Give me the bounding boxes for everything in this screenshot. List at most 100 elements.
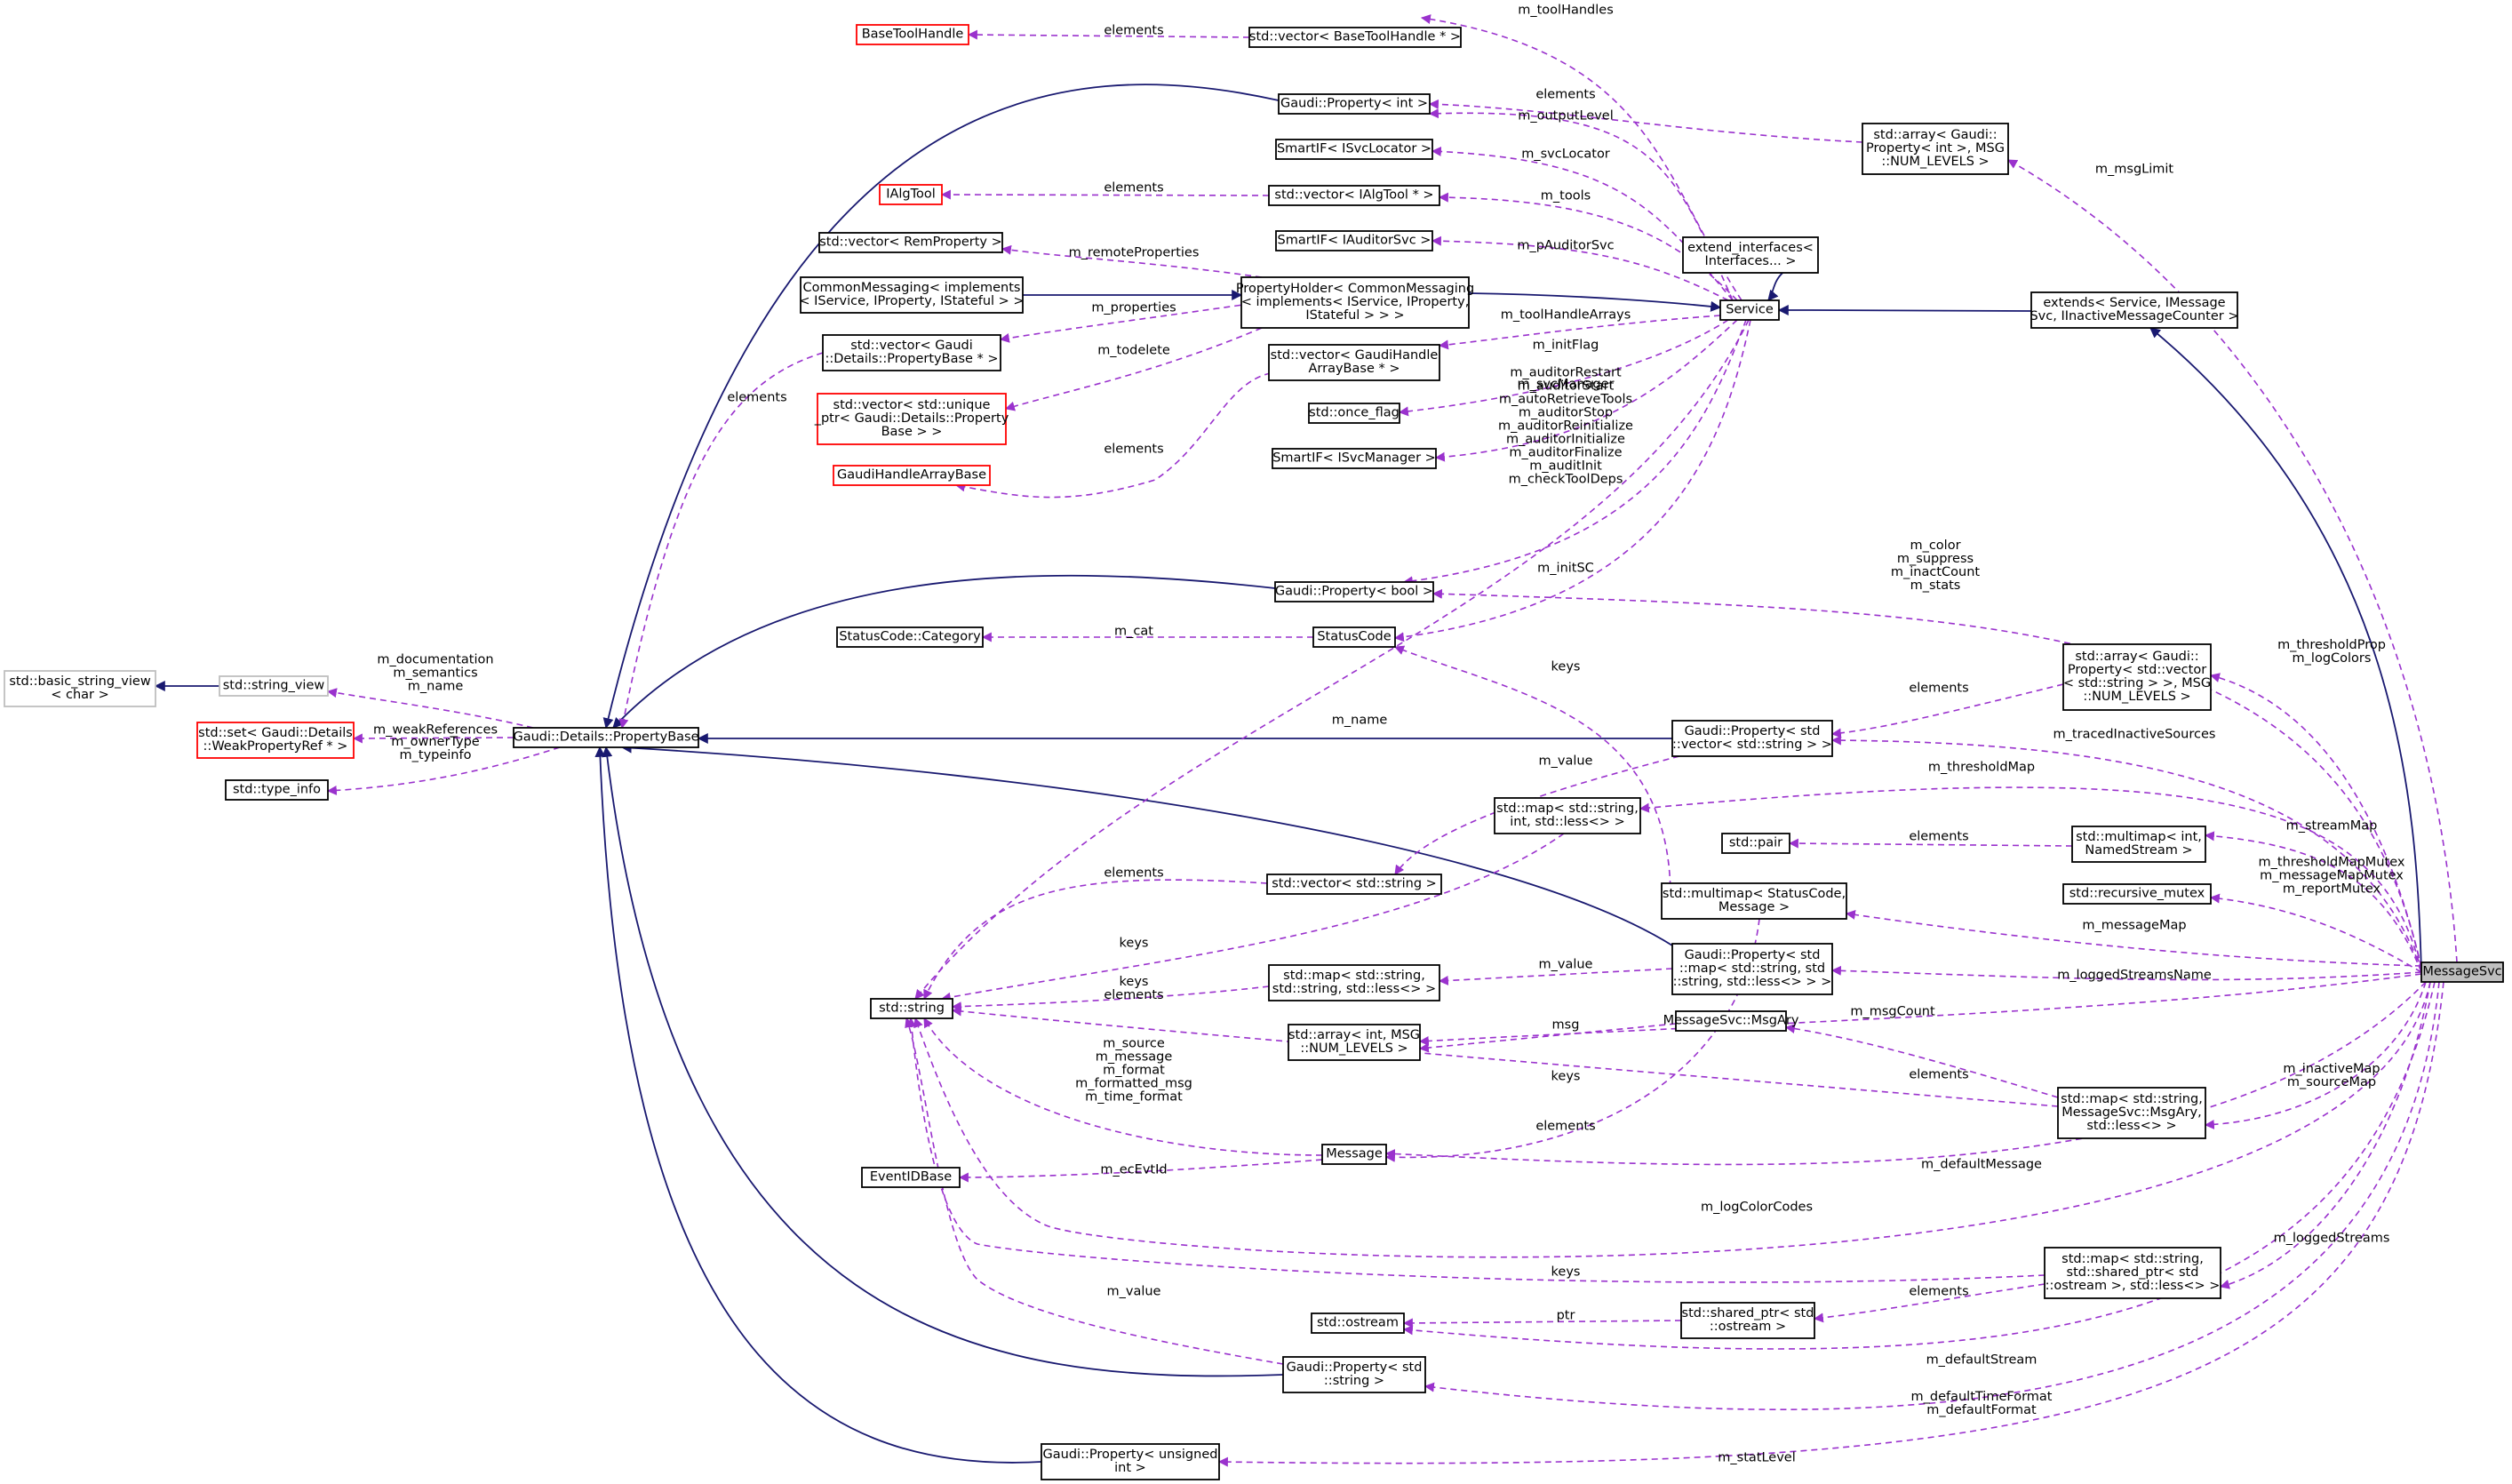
node-smartif-svclocator[interactable]: SmartIF< ISvcLocator > <box>1275 139 1433 160</box>
node-extend-interfaces[interactable]: extend_interfaces<Interfaces... > <box>1682 236 1819 274</box>
edge-label-line: m_semantics <box>393 666 477 681</box>
usage-edge-mstat-msg <box>1384 918 1760 1162</box>
node-prop-vec-string[interactable]: Gaudi::Property< std::vector< std::strin… <box>1671 720 1833 757</box>
node-label: std::vector< BaseToolHandle * > <box>1249 30 1461 44</box>
node-label: Gaudi::Details::PropertyBase <box>513 730 698 745</box>
usage-edge-svc-sauditor <box>1431 235 1729 301</box>
node-label: < IService, IProperty, IStateful > > <box>799 294 1024 308</box>
node-smartif-auditorsvc[interactable]: SmartIF< IAuditorSvc > <box>1275 230 1433 251</box>
usage-edge-svc-vgh <box>1438 315 1721 350</box>
edge-label-line: m_logColors <box>2293 651 2372 666</box>
edge-label-line: m_thresholdMap <box>1928 761 2035 775</box>
edge-label-msgcount: m_msgCount <box>1850 1005 1935 1019</box>
node-shared-ptr-ostream[interactable]: std::shared_ptr< std::ostream > <box>1680 1302 1815 1339</box>
node-prop-string[interactable]: Gaudi::Property< std::string > <box>1282 1356 1426 1393</box>
node-message-svc[interactable]: MessageSvc <box>2420 961 2504 983</box>
node-ostream[interactable]: std::ostream <box>1311 1312 1405 1334</box>
node-property-holder[interactable]: PropertyHolder< CommonMessaging< impleme… <box>1236 276 1474 329</box>
node-prop-bool[interactable]: Gaudi::Property< bool > <box>1274 581 1434 602</box>
edge-label-value-propstring: m_value <box>1107 1285 1161 1299</box>
usage-edge-svc-stdstr <box>914 319 1750 1000</box>
node-std-string[interactable]: std::string <box>870 998 953 1019</box>
node-common-messaging[interactable]: CommonMessaging< implements< IService, I… <box>799 276 1025 314</box>
node-vec-propbase[interactable]: std::vector< Gaudi::Details::PropertyBas… <box>822 334 1001 371</box>
node-box <box>1278 93 1431 115</box>
node-map-msgary[interactable]: std::map< std::string,MessageSvc::MsgAry… <box>2057 1087 2206 1139</box>
node-service[interactable]: Service <box>1719 299 1780 321</box>
node-multimap-named[interactable]: std::multimap< int,NamedStream > <box>2071 826 2206 863</box>
node-array-prop-vec[interactable]: std::array< Gaudi::Property< std::vector… <box>2062 643 2212 711</box>
node-box <box>4 670 156 707</box>
node-label: extend_interfaces< <box>1687 241 1814 255</box>
node-map-shared-ostream[interactable]: std::map< std::string,std::shared_ptr< s… <box>2044 1247 2221 1299</box>
edge-label-logcolorcodes: m_logColorCodes <box>1701 1201 1813 1215</box>
edge-label-line: m_value <box>1107 1285 1161 1299</box>
edge-label-line: m_cat <box>1114 625 1153 639</box>
node-array-prop-int[interactable]: std::array< Gaudi::Property< int >, MSG:… <box>1862 123 2009 175</box>
node-label: std::vector< GaudiHandle <box>1271 348 1439 363</box>
node-label: Interfaces... > <box>1704 254 1796 268</box>
edge-label-line: elements <box>1535 88 1595 102</box>
node-ialg-tool[interactable]: IAlgTool <box>879 184 943 205</box>
node-vec-gaudihandle[interactable]: std::vector< GaudiHandleArrayBase * > <box>1268 344 1440 381</box>
node-recursive-mutex[interactable]: std::recursive_mutex <box>2062 883 2212 905</box>
node-set-weakref[interactable]: std::set< Gaudi::Details::WeakPropertyRe… <box>196 722 355 759</box>
node-smartif-svcmanager[interactable]: SmartIF< ISvcManager > <box>1272 448 1437 469</box>
node-label: ::NUM_LEVELS > <box>1300 1041 1408 1056</box>
node-string-view[interactable]: std::string_view <box>219 675 329 697</box>
node-vec-ialgtool[interactable]: std::vector< IAlgTool * > <box>1268 185 1440 206</box>
node-label: BaseToolHandle <box>862 28 964 42</box>
usage-edge-pvs-vstr <box>1394 755 1680 875</box>
node-property-base[interactable]: Gaudi::Details::PropertyBase <box>513 727 699 748</box>
node-base-tool-handle[interactable]: BaseToolHandle <box>856 24 969 45</box>
usage-edge-vstr-stdstr <box>923 879 1268 1000</box>
node-event-id-base[interactable]: EventIDBase <box>861 1167 961 1188</box>
node-array-int[interactable]: std::array< int, MSG::NUM_LEVELS > <box>1288 1024 1421 1061</box>
node-label: std::set< Gaudi::Details <box>198 726 353 740</box>
node-vec-string[interactable]: std::vector< std::string > <box>1266 874 1442 895</box>
node-label: std::type_info <box>233 783 321 797</box>
node-prop-map[interactable]: Gaudi::Property< std::map< std::string, … <box>1671 943 1833 995</box>
node-box <box>2062 883 2212 905</box>
node-basic-string-view[interactable]: std::basic_string_view< char > <box>4 670 156 707</box>
node-label: int > <box>1114 1461 1146 1475</box>
edge-label-thresholdmap: m_thresholdMap <box>1928 761 2035 775</box>
node-vec-basetoolhandle[interactable]: std::vector< BaseToolHandle * > <box>1248 27 1462 48</box>
node-box <box>1311 1312 1405 1334</box>
edge-label-line: m_inactiveMap <box>2283 1062 2380 1076</box>
node-label: std::array< Gaudi:: <box>2075 650 2198 664</box>
node-once-flag[interactable]: std::once_flag <box>1308 403 1400 424</box>
node-label: std::array< Gaudi:: <box>1873 128 1997 142</box>
edge-label-loggedstreamsname: m_loggedStreamsName <box>2057 969 2212 983</box>
node-gaudi-handle-array-base[interactable]: GaudiHandleArrayBase <box>833 465 991 486</box>
usage-edge-pstr-stdstr <box>905 1017 1284 1365</box>
node-vec-remprop[interactable]: std::vector< RemProperty > <box>818 232 1003 253</box>
node-map-string-int[interactable]: std::map< std::string,int, std::less<> > <box>1494 797 1641 834</box>
edge-label-cat: m_cat <box>1114 625 1153 639</box>
node-label: EventIDBase <box>870 1170 952 1185</box>
node-statuscode-category[interactable]: StatusCode::Category <box>836 626 984 648</box>
edge-label-toolhandlearrays: m_toolHandleArrays <box>1501 308 1631 323</box>
node-msgary[interactable]: MessageSvc::MsgAry <box>1663 1010 1799 1032</box>
node-label: std::less<> > <box>2086 1119 2176 1133</box>
node-statuscode[interactable]: StatusCode <box>1312 626 1396 648</box>
node-std-pair[interactable]: std::pair <box>1721 833 1790 854</box>
node-type-info[interactable]: std::type_info <box>225 779 329 801</box>
edge-label-line: keys <box>1551 1265 1581 1280</box>
node-label: Gaudi::Property< unsigned <box>1043 1448 1218 1462</box>
node-map-string-string[interactable]: std::map< std::string,std::string, std::… <box>1268 964 1440 1001</box>
node-message[interactable]: Message <box>1321 1144 1387 1165</box>
node-label: std::multimap< int, <box>2076 830 2202 844</box>
node-prop-int[interactable]: Gaudi::Property< int > <box>1278 93 1431 115</box>
node-label: Message > <box>1719 900 1790 914</box>
usage-edge-pb-sview <box>326 688 534 729</box>
node-label: std::vector< std::unique <box>833 398 991 412</box>
edge-label-line: m_svcLocator <box>1521 148 1610 162</box>
node-multimap-status[interactable]: std::multimap< StatusCode,Message > <box>1661 882 1847 920</box>
edge-label-keys-statuscode: keys <box>1551 660 1581 674</box>
node-vec-unique[interactable]: std::vector< std::unique_ptr< Gaudi::Det… <box>814 393 1009 445</box>
edge-label-initsc: m_initSC <box>1537 562 1594 576</box>
usage-edge-msg-eid <box>958 1159 1323 1183</box>
